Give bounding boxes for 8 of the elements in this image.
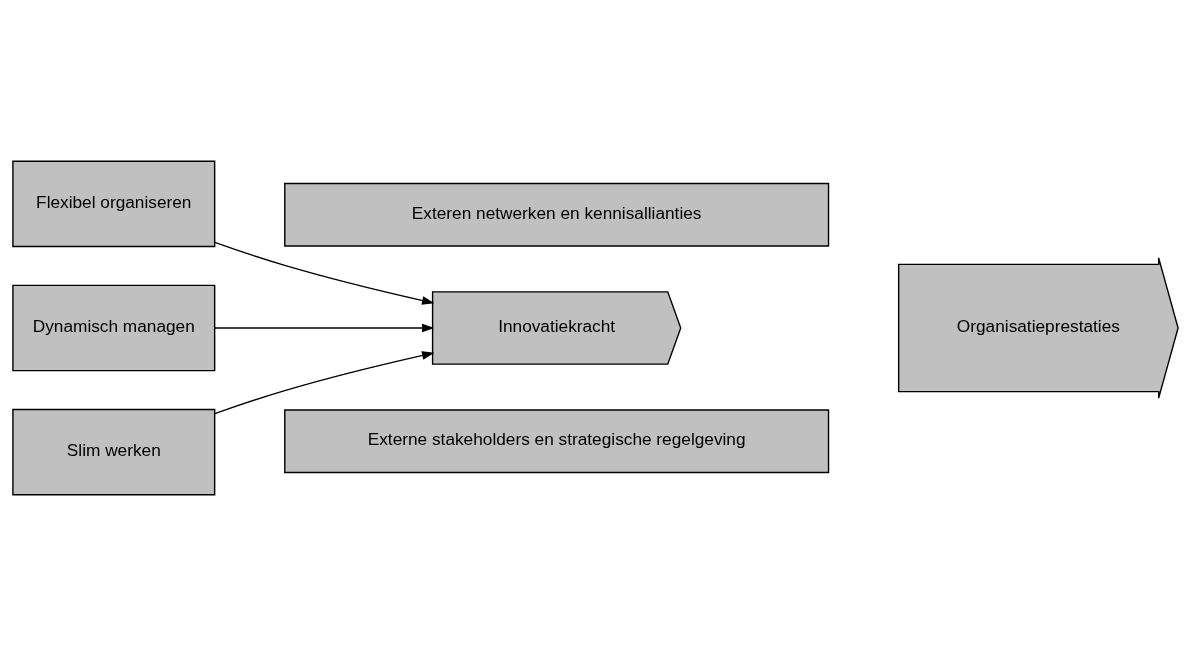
node-box: Externe stakeholders en strategische regelgeving (284, 408, 830, 473)
arrow (214, 241, 435, 305)
node-box: Flexibel organiseren (12, 160, 216, 247)
node-box: Slim werken (12, 408, 216, 495)
node-box: Exteren netwerken en kennisallianties (284, 182, 830, 247)
arrow (214, 350, 435, 414)
node-box: Dynamisch managen (12, 284, 216, 371)
arrow (214, 323, 435, 332)
